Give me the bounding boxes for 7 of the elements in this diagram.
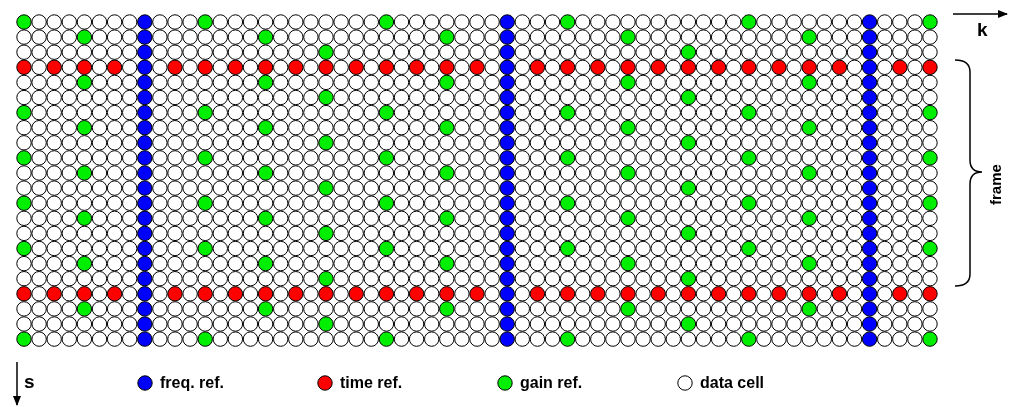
legend-label: freq. ref.: [160, 375, 224, 391]
legend-label: gain ref.: [520, 375, 583, 391]
legend-label: data cell: [700, 375, 765, 391]
axis-label: s: [24, 372, 35, 391]
bracket-label: frame: [988, 164, 1003, 205]
axis-label: k: [977, 20, 988, 39]
legend-label: time ref.: [340, 375, 403, 391]
